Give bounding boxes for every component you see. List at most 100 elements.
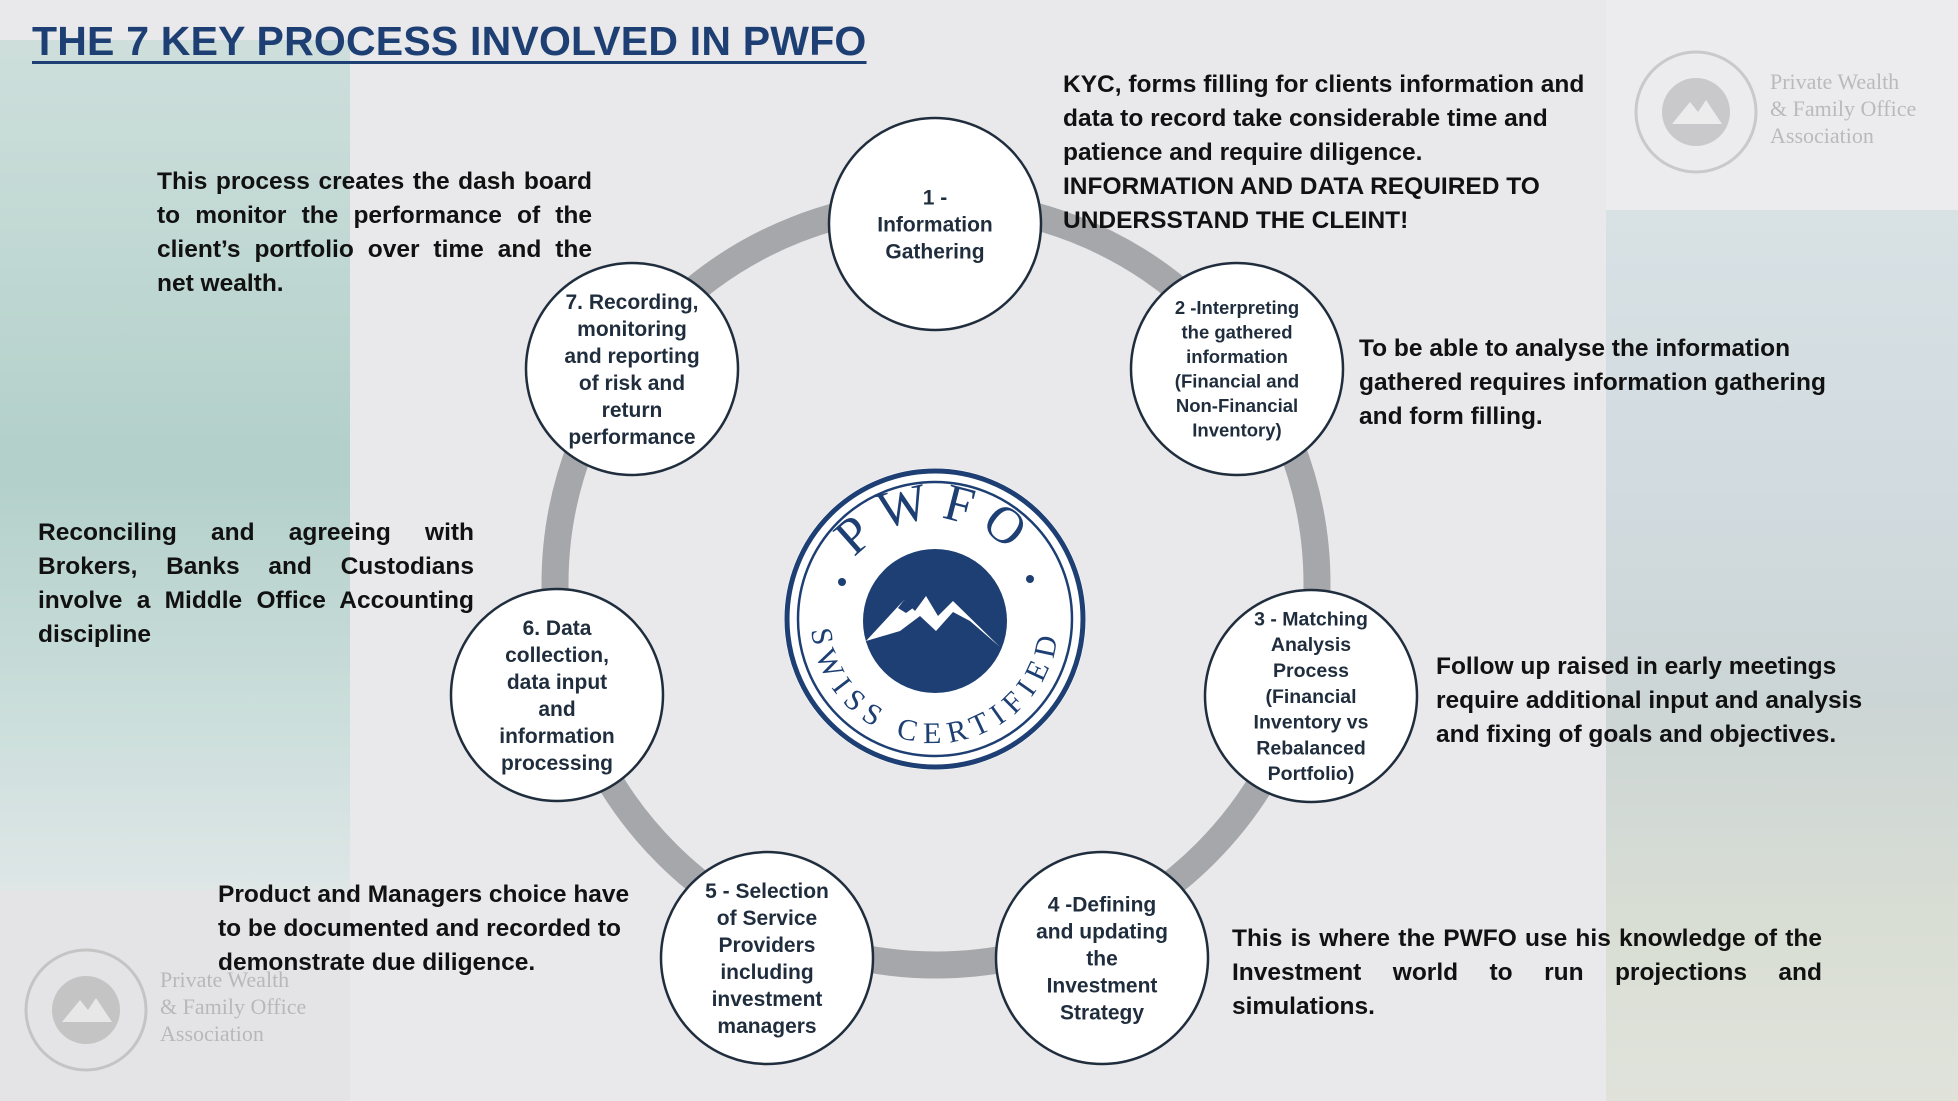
description-line: and form filling. [1359, 403, 1543, 430]
watermark-line: Private Wealth [1770, 69, 1900, 94]
process-node-6: 6. Data collection, data input and informati… [449, 587, 665, 803]
description-line: require additional input and analysis [1436, 687, 1863, 714]
pwfo-logo: PWFO SWISS CERTIFIED [784, 468, 1086, 770]
process-node-label: monitoring [577, 318, 687, 341]
description-line: To be able to analyse the information [1359, 335, 1791, 362]
description-line: demonstrate due diligence. [218, 949, 536, 976]
process-node-2: 2 -Interpreting the gathered information (F… [1129, 261, 1345, 477]
watermark-line: Association [1770, 123, 1874, 148]
process-node-circle [827, 116, 1043, 332]
watermark-text-bottom: Private Wealth & Family Office Associati… [160, 966, 306, 1047]
logo-outer-ring [784, 468, 1086, 770]
description-text: This is where the PWFO use his knowledge… [1232, 925, 1822, 1020]
mountain-icon [866, 596, 1000, 647]
description-line: to monitor the performance of the [157, 202, 592, 229]
watermark-text-top: Private Wealth & Family Office Associati… [1770, 68, 1916, 149]
process-node-label: (Financial [1265, 686, 1356, 708]
process-node-circle [1129, 261, 1345, 477]
description-step-3: Follow up raised in early meetings requi… [1436, 650, 1936, 752]
process-node-label: of Service [717, 907, 817, 930]
description-line: data to record take considerable time an… [1063, 105, 1548, 132]
process-node-label: Inventory vs [1254, 712, 1369, 734]
process-node-label: 6. Data [523, 617, 592, 640]
description-line: discipline [38, 621, 152, 648]
process-node-label: 2 -Interpreting [1175, 297, 1299, 318]
process-node-label: Providers [719, 934, 816, 957]
process-node-label: collection, [505, 644, 609, 667]
process-node-label: and reporting [564, 345, 699, 368]
description-line: Investment world to run projections and [1232, 959, 1822, 986]
process-node-label: Investment [1047, 974, 1158, 997]
process-node-label: and updating [1036, 920, 1168, 943]
description-line: to be documented and recorded to [218, 915, 621, 942]
process-node-label: 5 - Selection [705, 880, 829, 903]
process-node-label: 7. Recording, [565, 291, 698, 314]
description-line: Brokers, Banks and Custodians [38, 553, 474, 580]
process-node-label: information [499, 725, 615, 748]
process-node-label: 4 -Defining [1048, 893, 1157, 916]
process-node-label: Rebalanced [1256, 737, 1365, 759]
process-node-label: processing [501, 752, 613, 775]
process-node-4: 4 -Defining and updating theInvestmentStra… [994, 850, 1210, 1066]
watermark-line: & Family Office [1770, 96, 1917, 121]
logo-dot [838, 578, 846, 586]
process-node-3: 3 - MatchingAnalysisProcess(FinancialInv… [1203, 588, 1419, 804]
process-node-circle [659, 850, 875, 1066]
description-line: gathered requires information gathering [1359, 369, 1826, 396]
process-node-label: Strategy [1060, 1001, 1144, 1024]
description-line: Product and Managers choice have [218, 881, 630, 908]
description-line: INFORMATION AND DATA REQUIRED TO [1063, 173, 1540, 200]
process-node-label: data input [507, 671, 607, 694]
description-line: and fixing of goals and objectives. [1436, 721, 1837, 748]
description-line: Follow up raised in early meetings [1436, 653, 1837, 680]
description-step-5: Product and Managers choice have to be d… [218, 878, 658, 980]
process-node-label: and [538, 698, 575, 721]
background-landscape-left [0, 40, 350, 895]
description-line: simulations. [1232, 993, 1375, 1020]
watermark-line: Private Wealth [160, 967, 290, 992]
description-line: This process creates the dash board [157, 168, 592, 195]
process-node-label: Inventory) [1192, 420, 1281, 441]
process-node-label: including [720, 961, 813, 984]
description-line: KYC, forms filling for clients informati… [1063, 71, 1585, 98]
description-line: involve a Middle Office Accounting [38, 587, 474, 614]
process-node-7: 7. Recording, monitoring and reporting of r… [524, 261, 740, 477]
watermark-line: Association [160, 1021, 264, 1046]
process-node-label: Non-Financial [1176, 395, 1298, 416]
description-line: Reconciling and agreeing with [38, 519, 474, 546]
process-node-label: of risk and [579, 372, 685, 395]
process-node-label: investment [712, 988, 823, 1011]
process-node-label: Portfolio) [1268, 763, 1355, 785]
watermark-line: & Family Office [160, 994, 307, 1019]
description-text: Reconciling and agreeing with Brokers, B… [38, 519, 474, 648]
process-node-label: managers [717, 1015, 816, 1038]
process-node-circle [524, 261, 740, 477]
watermark-seal-icon [1634, 50, 1758, 174]
background-panel-right-top [1606, 0, 1958, 210]
process-node-label: 3 - Matching [1254, 608, 1368, 630]
process-node-label: performance [568, 426, 695, 449]
background-landscape-right [1606, 210, 1958, 1101]
process-node-label: information [1186, 346, 1288, 367]
description-step-7: This process creates the dash board to m… [157, 165, 592, 301]
process-node-label: Analysis [1271, 634, 1351, 656]
description-line: This is where the PWFO use his knowledge… [1232, 925, 1822, 952]
process-node-label: the [1086, 947, 1118, 970]
description-step-1: KYC, forms filling for clients informati… [1063, 68, 1623, 238]
logo-dot [1026, 575, 1034, 583]
process-node-label: the gathered [1181, 322, 1292, 343]
process-node-label: (Financial and [1175, 371, 1299, 392]
watermark-seal-icon [24, 948, 148, 1072]
description-line: net wealth. [157, 270, 284, 297]
process-node-label: Information [877, 213, 993, 236]
process-node-label: return [602, 399, 663, 422]
description-line: UNDERSSTAND THE CLEINT! [1063, 207, 1409, 234]
logo-inner-ring [796, 480, 1074, 758]
process-node-circle [1203, 588, 1419, 804]
background-panel-left-bottom [0, 890, 350, 1101]
description-line: patience and require diligence. [1063, 139, 1423, 166]
process-node-label: Gathering [885, 240, 984, 263]
